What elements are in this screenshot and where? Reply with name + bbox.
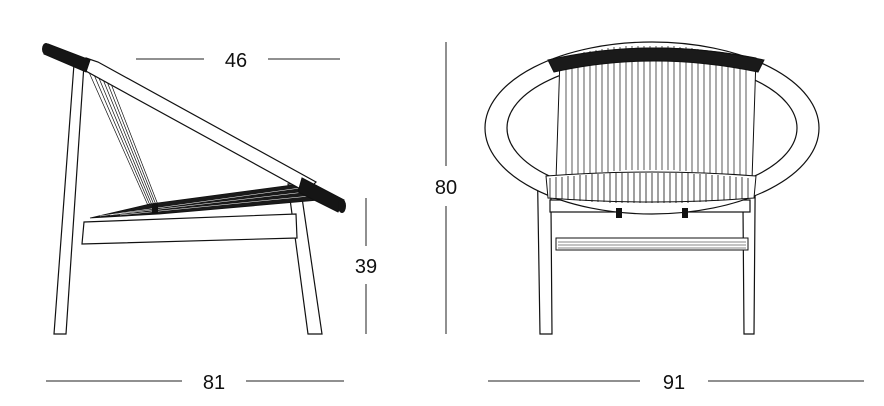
side-stretcher [81,213,298,245]
front-seat-wrap-strands [549,173,749,203]
dim-91: 91 [488,372,864,394]
dim-46: 46 [136,50,340,72]
front-lower-rope-lines [558,241,746,249]
side-wrap-bottom-cap [338,199,346,213]
side-wrap-top [43,43,91,73]
dim-81-label: 81 [203,372,225,394]
front-seat-clip-left [616,208,622,218]
front-rope-back-strands [565,46,747,179]
front-seat-clip-right [682,208,688,218]
side-wrap-bottom [297,177,345,213]
side-rear-leg [287,183,323,335]
side-front-leg [53,63,85,335]
front-ring-top-wrap [547,47,765,73]
dim-81: 81 [46,372,344,394]
front-seat-wrap [545,171,757,203]
chair-side-view [42,43,346,335]
side-rope-seat [89,183,322,219]
dim-39-label: 39 [355,256,377,278]
dim-80: 80 [435,42,457,334]
dim-80-label: 80 [435,177,457,199]
side-wrap-top-cap [42,43,50,55]
dim-91-label: 91 [663,372,685,394]
side-rope-back [87,69,161,211]
dim-39: 39 [355,198,377,334]
dim-46-label: 46 [225,50,247,72]
side-rope-seat-lines [99,187,311,217]
side-seat-clip [152,204,158,214]
front-lower-rope [555,237,749,251]
chair-front-view [484,41,820,335]
